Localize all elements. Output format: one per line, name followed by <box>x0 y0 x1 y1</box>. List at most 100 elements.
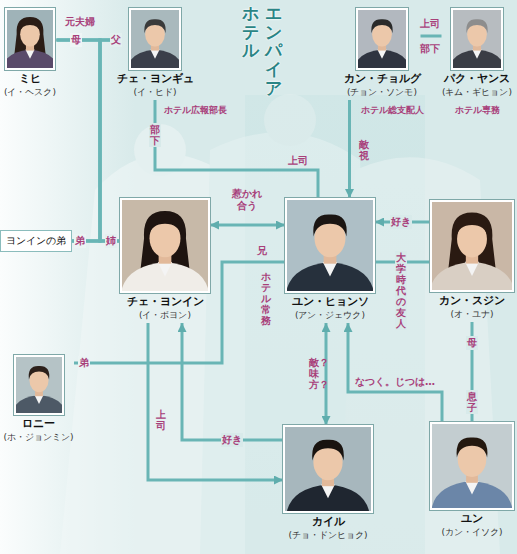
relation-label: 弟 <box>74 234 86 248</box>
relation-label: 母 <box>70 33 82 47</box>
hair <box>466 19 487 33</box>
title-char: ル <box>242 41 259 60</box>
hair <box>19 19 40 33</box>
photo-ground <box>122 200 208 291</box>
clothing <box>7 49 53 68</box>
job-title: ホテル総支配人 <box>360 104 425 117</box>
relation-line <box>155 100 318 198</box>
clothing <box>358 49 406 68</box>
collar <box>323 262 338 277</box>
collar <box>465 262 479 276</box>
actor-name: (ホ・ジョンミン) <box>3 431 74 443</box>
edge-label: 大学時代の友人 <box>395 251 407 330</box>
clothing <box>432 262 512 290</box>
collar <box>321 484 335 498</box>
relation-line <box>148 323 283 480</box>
relation-line <box>210 224 285 227</box>
title-char: イ <box>265 60 282 79</box>
portrait-frame <box>430 422 514 510</box>
character-name: チェ・ヨンギュ <box>117 72 194 86</box>
photo-ground <box>453 10 501 68</box>
hair <box>371 19 392 33</box>
character-card: ユン(カン・イソク) <box>430 422 514 540</box>
figure-head <box>134 124 186 176</box>
relation-label: 上司 <box>419 17 441 31</box>
edge-label: 好き <box>390 215 412 229</box>
character-name: チェ・ヨンイン <box>120 295 210 309</box>
relation-label: 姉 <box>105 234 117 248</box>
collar <box>158 262 173 277</box>
portrait-frame <box>356 8 408 70</box>
actor-name: (チョ・ドンヒョク) <box>283 529 373 541</box>
relation-line <box>57 40 121 241</box>
character-card: ユン・ヒョンソ(アン・ジェウク) <box>285 198 375 323</box>
photo-ground <box>131 10 179 68</box>
photo-ground <box>432 202 512 290</box>
clothing <box>16 395 62 413</box>
clothing <box>432 481 512 508</box>
character-name: カン・チョルグ <box>344 72 421 86</box>
photo-ground <box>432 424 512 508</box>
job-title: ホテル広報部長 <box>163 104 228 117</box>
clothing <box>287 262 373 291</box>
photo-ground <box>358 10 406 68</box>
portrait-photo <box>358 10 406 68</box>
actor-name: (イ・ヒド) <box>117 86 194 98</box>
photo-ground <box>16 357 62 413</box>
edge-label: なつく。じつは… <box>354 375 436 389</box>
edge-label: 上司 <box>155 408 167 432</box>
figure-head <box>264 94 316 146</box>
character-name: ユン・ヒョンソ <box>285 295 375 309</box>
hair <box>457 437 488 457</box>
clothing <box>122 262 208 291</box>
actor-name: (カン・イソク) <box>430 526 514 538</box>
relation-label: 上司 <box>287 154 309 168</box>
edge-label: 好き <box>221 433 243 447</box>
photo-ground <box>7 10 53 68</box>
portrait-photo <box>7 10 53 68</box>
actor-name: (アン・ジェウク) <box>285 309 375 321</box>
title-char: テ <box>242 23 259 42</box>
name-box: ヨンインの弟 <box>0 230 72 252</box>
collar <box>34 395 43 404</box>
photo-ground <box>285 427 371 511</box>
actor-name: (チョン・ソンモ) <box>344 86 421 98</box>
portrait-photo <box>131 10 179 68</box>
portrait-photo <box>453 10 501 68</box>
edge-label: 敵視 <box>358 138 370 162</box>
character-name: ロニー <box>3 417 74 431</box>
title-char: パ <box>265 41 282 60</box>
clothing <box>453 49 501 68</box>
hair <box>148 215 181 237</box>
portrait-frame <box>451 8 503 70</box>
portrait-photo <box>16 357 62 413</box>
relation-label: 父 <box>110 33 122 47</box>
collar <box>465 481 478 494</box>
portrait-frame <box>5 8 55 70</box>
portrait-frame <box>283 425 373 513</box>
relation-label: 部下 <box>149 123 161 147</box>
relation-label: 息子 <box>466 390 478 414</box>
relation-line <box>74 262 285 363</box>
relation-label: 部下 <box>419 42 441 56</box>
actor-name: (イ・ボヨン) <box>120 309 210 321</box>
hair <box>312 440 344 461</box>
character-card: チェ・ヨンギュ(イ・ヒド) <box>117 8 194 100</box>
edge-label: 敵？味方？ <box>308 356 320 391</box>
character-card: チェ・ヨンイン(イ・ボヨン) <box>120 198 210 323</box>
character-name: ユン <box>430 512 514 526</box>
diagram-title: エンパイアホテル <box>240 4 282 98</box>
hair <box>313 215 346 237</box>
character-name: ミヒ <box>4 72 57 86</box>
portrait-photo <box>432 202 512 290</box>
relation-label: 兄 <box>256 244 268 258</box>
relation-label: 母 <box>466 336 478 350</box>
collar <box>472 49 481 58</box>
relation-line <box>348 323 442 422</box>
portrait-frame <box>120 198 210 293</box>
collar <box>150 49 159 58</box>
relation-line <box>182 323 283 440</box>
character-name: ヨンインの弟 <box>6 234 66 248</box>
